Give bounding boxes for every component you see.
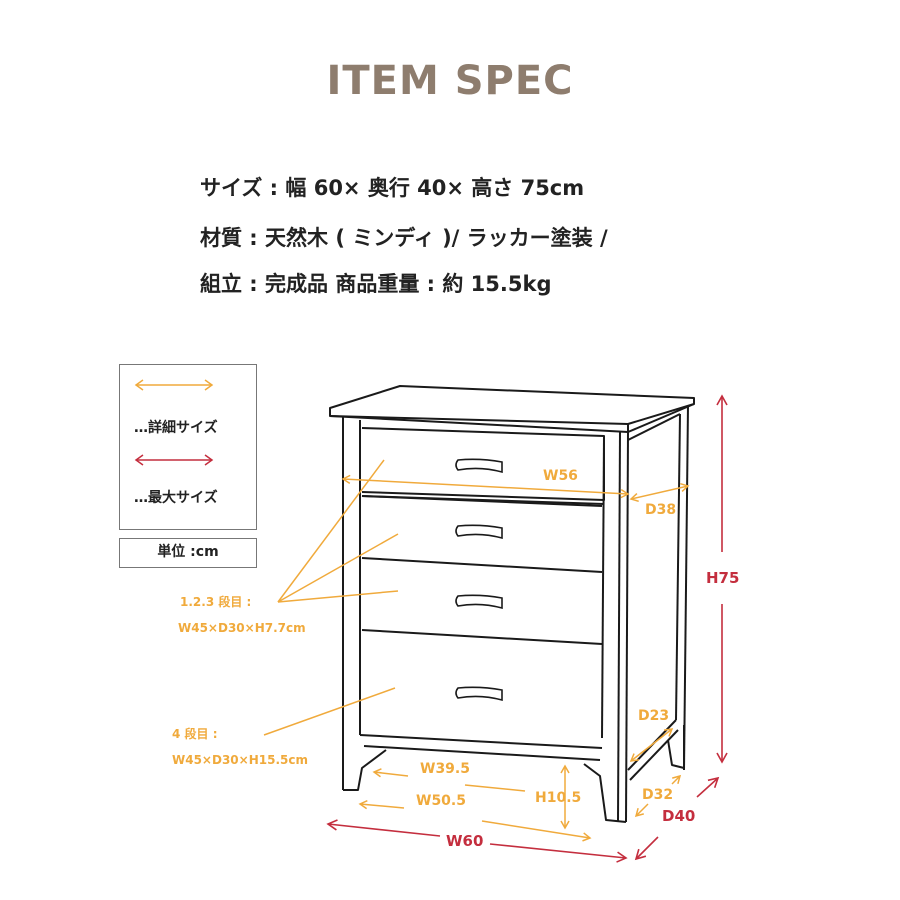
legend-max-label: …最大サイズ	[134, 490, 218, 506]
drawer-handles	[455, 458, 503, 702]
label-d40: D40	[662, 807, 695, 825]
max-dimension-arrows	[326, 394, 728, 863]
label-h10-5: H10.5	[535, 790, 581, 806]
spec-material: 材質 : 天然木 ( ミンディ )/ ラッカー塗装 /	[200, 226, 608, 250]
label-w56: W56	[543, 468, 578, 484]
label-w39-5: W39.5	[420, 761, 470, 777]
label-d32: D32	[642, 787, 673, 803]
label-h75: H75	[706, 569, 739, 587]
spec-size: サイズ : 幅 60× 奥行 40× 高さ 75cm	[200, 176, 585, 200]
max-arrow-icon	[134, 454, 214, 466]
drawer-pointer-lines	[263, 459, 399, 736]
chest-illustration	[329, 385, 695, 823]
label-d23: D23	[638, 708, 669, 724]
spec-assembly-weight: 組立 : 完成品 商品重量 : 約 15.5kg	[200, 272, 552, 296]
unit-box: 単位 :cm	[119, 538, 257, 568]
lower-drawer-title: 4 段目 :	[172, 726, 218, 741]
lower-drawer-size: W45×D30×H15.5cm	[172, 753, 308, 767]
upper-drawer-title: 1.2.3 段目 :	[180, 594, 251, 609]
label-w60: W60	[446, 832, 483, 850]
upper-drawer-size: W45×D30×H7.7cm	[178, 621, 306, 635]
legend-box: …詳細サイズ …最大サイズ	[119, 364, 257, 530]
label-w50-5: W50.5	[416, 793, 466, 809]
legend-detail-label: …詳細サイズ	[134, 420, 218, 436]
detail-arrow-icon	[134, 379, 214, 391]
page-title: ITEM SPEC	[326, 58, 574, 104]
detail-dimension-arrows	[341, 474, 690, 842]
label-d38: D38	[645, 502, 676, 518]
